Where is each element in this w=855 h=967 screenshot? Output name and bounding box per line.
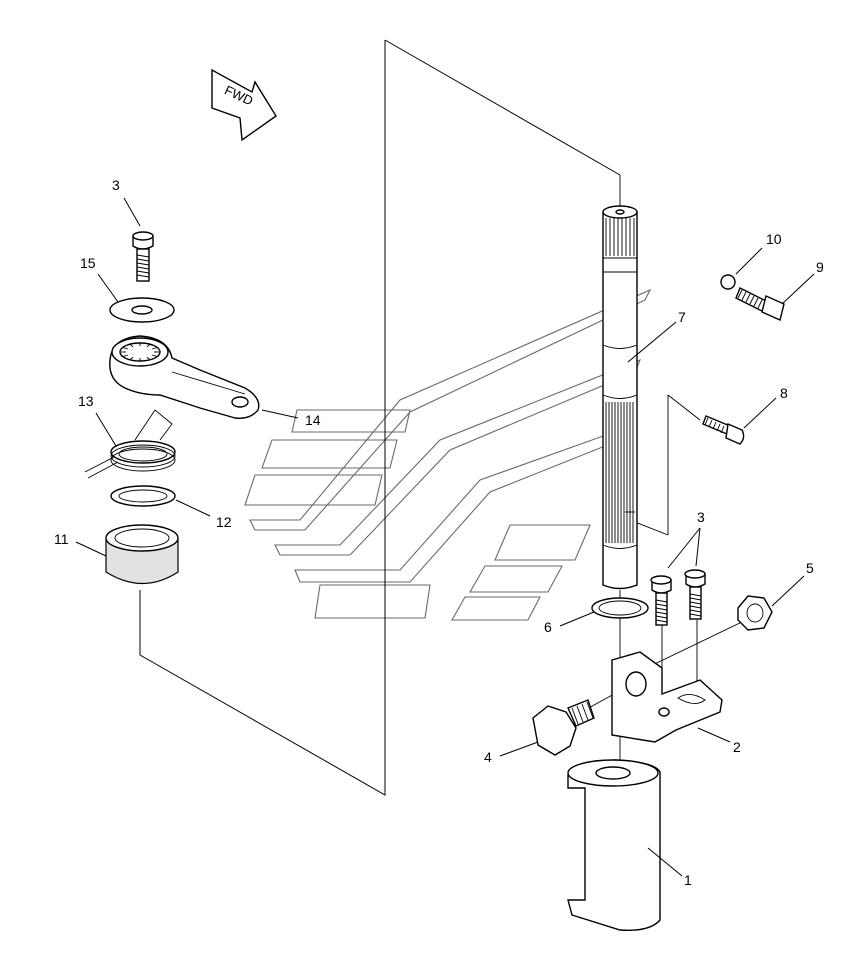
- callout-4: 4: [484, 749, 492, 765]
- callout-14: 14: [305, 412, 321, 428]
- bushing: [105, 524, 179, 584]
- bolt-pair-right: [650, 569, 706, 626]
- callout-8: 8: [780, 385, 788, 401]
- callout-9: 9: [816, 259, 824, 275]
- callout-1: 1: [684, 872, 692, 888]
- callout-6: 6: [544, 619, 552, 635]
- plug-bolt: [532, 699, 595, 756]
- forward-direction-arrow: FWD: [211, 68, 277, 142]
- callout-3-left: 3: [112, 177, 120, 193]
- callout-15: 15: [80, 255, 96, 271]
- column-tube: [567, 759, 661, 931]
- callout-11: 11: [54, 531, 69, 547]
- part-callouts: 3 15 13 14 12 11 7 10 9 8 3 5 6 2 4 1: [54, 177, 824, 888]
- seal-ring: [110, 485, 176, 507]
- pitman-arm: [109, 335, 260, 420]
- callout-12: 12: [216, 514, 232, 530]
- leader-lines: [75, 197, 815, 877]
- splined-shaft: [602, 205, 638, 590]
- mounting-bracket: [611, 651, 723, 743]
- callout-10: 10: [766, 231, 782, 247]
- callout-5: 5: [806, 560, 814, 576]
- o-ring: [591, 597, 649, 619]
- callout-2: 2: [733, 739, 741, 755]
- flat-washer: [109, 297, 175, 323]
- hex-nut: [737, 595, 773, 631]
- bolt-angled: [735, 287, 785, 321]
- callout-7: 7: [678, 309, 686, 325]
- callout-13: 13: [78, 393, 94, 409]
- ball: [720, 274, 736, 290]
- small-screw: [702, 415, 745, 445]
- spring-clip: [84, 409, 176, 479]
- watermark-logo: [244, 288, 652, 621]
- callout-3-right: 3: [697, 509, 705, 525]
- bolt-top-left: [132, 231, 154, 282]
